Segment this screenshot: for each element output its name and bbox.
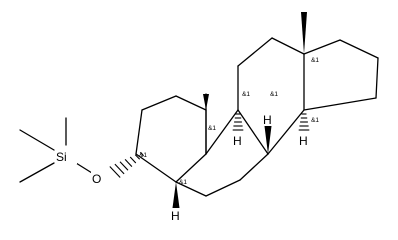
atom-h-c8: H bbox=[263, 113, 272, 127]
ring-d-bonds bbox=[303, 39, 379, 111]
hash-c14-h bbox=[298, 113, 310, 131]
bond-c12-c13 bbox=[271, 37, 305, 55]
bond-c1-c2 bbox=[175, 95, 207, 111]
bond-c4-c5 bbox=[135, 153, 177, 183]
stereo-label-c14: &1 bbox=[311, 117, 319, 124]
atom-si: Si bbox=[56, 150, 67, 164]
stereo-label-c3: &1 bbox=[139, 152, 147, 159]
bond-c9-c10 bbox=[205, 109, 239, 155]
ring-b-bonds bbox=[175, 109, 269, 197]
wedge-c13-methyl bbox=[301, 12, 307, 54]
stereo-labels: &1 &1 &1 &1 &1 &1 &1 bbox=[139, 57, 319, 186]
stereo-label-c9: &1 bbox=[242, 91, 250, 98]
stereo-label-c5: &1 bbox=[179, 179, 187, 186]
stereo-label-c10: &1 bbox=[208, 125, 216, 132]
bond-c11-c12 bbox=[237, 37, 273, 67]
ring-c-bonds bbox=[237, 37, 305, 155]
molecule-structure: Si O H H H H &1 &1 &1 &1 &1 &1 &1 bbox=[19, 12, 379, 223]
bond-si-me-down bbox=[19, 162, 55, 183]
hash-c9-h bbox=[232, 113, 244, 131]
atom-h-c9: H bbox=[233, 134, 242, 148]
hash-c3-o bbox=[109, 151, 145, 178]
atom-labels: Si O H H H H bbox=[55, 113, 308, 223]
methyl-bonds bbox=[203, 12, 307, 155]
bond-c6-c7 bbox=[205, 179, 241, 197]
bond-c5-c6 bbox=[175, 181, 207, 197]
bond-si-me-left bbox=[19, 129, 55, 151]
atom-h-c14: H bbox=[299, 134, 308, 148]
bond-c13-c17 bbox=[303, 39, 341, 55]
tms-ether-bonds bbox=[19, 117, 93, 183]
wedge-c5-h bbox=[172, 182, 180, 208]
bond-si-o bbox=[75, 162, 93, 174]
bond-c16-c15 bbox=[375, 57, 379, 99]
bond-c7-c8 bbox=[239, 153, 269, 181]
wedge-c10-methyl bbox=[203, 94, 209, 110]
atom-o: O bbox=[92, 172, 101, 186]
bond-c3-c4 bbox=[135, 109, 143, 155]
bond-c17-c16 bbox=[339, 39, 379, 59]
bond-c5-c10 bbox=[175, 153, 207, 183]
bond-c15-c14 bbox=[303, 97, 377, 111]
wedge-c8-h bbox=[264, 126, 272, 154]
bond-c14-c8 bbox=[267, 109, 305, 155]
ring-a-bonds bbox=[135, 95, 207, 183]
bond-c8-c9 bbox=[237, 109, 269, 155]
stereo-label-c13: &1 bbox=[311, 57, 319, 64]
atom-h-c5: H bbox=[171, 209, 180, 223]
stereo-label-c8: &1 bbox=[270, 91, 278, 98]
bond-c2-c3 bbox=[141, 95, 177, 111]
